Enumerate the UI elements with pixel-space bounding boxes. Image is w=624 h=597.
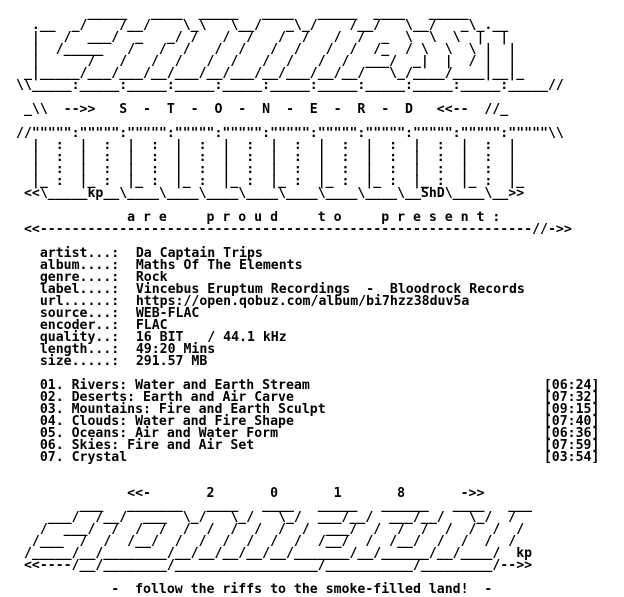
info-key: source...: bbox=[39, 306, 120, 321]
info-key: size.....: bbox=[39, 354, 120, 369]
info-value: 291.57 MB bbox=[135, 354, 208, 369]
info-key: quality..: bbox=[39, 330, 120, 345]
track-title: 05. Oceans: Air and Water Form bbox=[39, 426, 279, 441]
info-value: FLAC bbox=[135, 318, 168, 333]
track-time: [07:59] bbox=[543, 438, 600, 453]
track-row: 01. Rivers: Water and Earth Stream [06:24… bbox=[16, 378, 600, 393]
blank-line bbox=[16, 464, 599, 476]
footer-tagline: - follow the riffs to the smoke-filled l… bbox=[16, 582, 493, 597]
stonerd-logo-line: _\\ -->> S - T - O - N - E - R - D <<-- … bbox=[16, 102, 509, 117]
banner-top-line: | : | : | : | : | : | : | : | : | : | : … bbox=[16, 150, 517, 165]
track-title: 02. Deserts: Earth and Air Carve bbox=[39, 390, 294, 405]
info-value: Da Captain Trips bbox=[135, 246, 263, 261]
banner-top-signature-line: <<\_____kp__\____\____\____\____\____\__… bbox=[16, 186, 525, 201]
banner-top-line: | / / / / / / / / / / ___/ _| | / | | bbox=[16, 54, 517, 69]
info-row: genre....: Rock bbox=[16, 270, 599, 285]
banner-top-line: |_ : |_ : |_ : |_ : |_ : |_ : |_ : |_ : … bbox=[16, 174, 525, 189]
track-title: 01. Rivers: Water and Earth Stream bbox=[39, 378, 310, 393]
track-time: [07:32] bbox=[543, 390, 600, 405]
info-row: artist...: Da Captain Trips bbox=[16, 246, 599, 261]
banner-bottom-line: /___ / / /__/ / / / / / / /__/ / /__/ / … bbox=[16, 534, 517, 549]
track-row: 06. Skies: Fire and Air Set [07:59] bbox=[16, 438, 600, 453]
track-title: 03. Mountains: Fire and Earth Sculpt bbox=[39, 402, 326, 417]
track-title: 06. Skies: Fire and Air Set bbox=[39, 438, 255, 453]
banner-top-line: _|_____/___/___/__/___/__/___/__/___/__/… bbox=[16, 66, 525, 81]
banner-bottom-line: / ___/ / / / / / / / / / ___/ / / / / / … bbox=[16, 522, 525, 537]
banner-top-line: | : | : | : | : | : | : | : | : | : | : … bbox=[16, 138, 517, 153]
info-row: length...: 49:20 Mins bbox=[16, 342, 599, 357]
track-time: [07:40] bbox=[543, 414, 600, 429]
track-time: [03:54] bbox=[543, 450, 600, 465]
info-value: 49:20 Mins bbox=[135, 342, 216, 357]
banner-bottom-line: ___/ /__/ ___ \_/ \_/ \_/ ___/__/ ___/__… bbox=[16, 510, 517, 525]
info-key: artist...: bbox=[39, 246, 120, 261]
track-row: 02. Deserts: Earth and Air Carve [07:32] bbox=[16, 390, 600, 405]
blank-line bbox=[16, 572, 599, 584]
banner-top-line: .__ _/ /__/ \_\ \__/ _\_/ /__/ \__/ _\_.… bbox=[16, 18, 509, 33]
banner-bottom-line: ___ _______ ____ ____ _____ ______ ____ … bbox=[16, 498, 533, 513]
track-time: [06:36] bbox=[543, 426, 600, 441]
info-row: url......: https://open.qobuz.com/album/b… bbox=[16, 294, 599, 309]
info-key: label....: bbox=[39, 282, 120, 297]
info-row: source...: WEB-FLAC bbox=[16, 306, 599, 321]
nfo-art: _____ ____ _____ ____ _____ ____ _____ .… bbox=[16, 6, 600, 597]
track-time: [09:15] bbox=[543, 402, 600, 417]
track-time: [06:24] bbox=[543, 378, 600, 393]
info-key: genre....: bbox=[39, 270, 120, 285]
info-key: encoder..: bbox=[39, 318, 120, 333]
info-key: length...: bbox=[39, 342, 120, 357]
info-row: label....: Vincebus Eruptum Recordings - … bbox=[16, 282, 599, 297]
banner-top-line: \\_____:_____:_____:_____:_____:_____:__… bbox=[16, 78, 564, 93]
track-row: 07. Crystal [03:54] bbox=[16, 450, 600, 465]
banner-bottom-line: <<----/__/________/__________________/__… bbox=[16, 558, 533, 573]
info-value: Maths Of The Elements bbox=[135, 258, 303, 273]
info-value: Vincebus Eruptum Recordings - Bloodrock … bbox=[135, 282, 525, 297]
track-title: 04. Clouds: Water and Fire Shape bbox=[39, 414, 294, 429]
info-value: WEB-FLAC bbox=[135, 306, 200, 321]
banner-top-line: | : | : | : | : | : | : | : | : | : | : … bbox=[16, 162, 517, 177]
info-value-url: https://open.qobuz.com/album/bi7hzz38duv… bbox=[135, 294, 470, 309]
banner-top-line: | /_____ / / / / / / / / / /_ / \ \ \ | … bbox=[16, 42, 517, 57]
present-line: a r e p r o u d t o p r e s e n t : bbox=[16, 210, 501, 225]
banner-top-line: //""""":""""":""""":""""":""""":""""":""… bbox=[16, 126, 564, 141]
banner-top-line: _____ ____ _____ ____ _____ ____ _____ bbox=[16, 6, 469, 21]
info-key: album....: bbox=[39, 258, 120, 273]
info-row: quality..: 16 BIT / 44.1 kHz bbox=[16, 330, 599, 345]
rule-line: <<--------------------------------------… bbox=[16, 222, 572, 237]
banner-bottom-signature-line: /_____/__/________/__/__/__/__/__/______… bbox=[16, 546, 533, 561]
track-row: 05. Oceans: Air and Water Form [06:36] bbox=[16, 426, 600, 441]
info-row: album....: Maths Of The Elements bbox=[16, 258, 599, 273]
year-line: <<- 2 0 1 8 ->> bbox=[16, 486, 485, 501]
info-row: encoder..: FLAC bbox=[16, 318, 599, 333]
banner-top-line: | / ___/ _ _/ / / / / / / / _ \ \ \ | | bbox=[16, 30, 509, 45]
track-row: 03. Mountains: Fire and Earth Sculpt [09:… bbox=[16, 402, 600, 417]
info-row: size.....: 291.57 MB bbox=[16, 354, 599, 369]
track-row: 04. Clouds: Water and Fire Shape [07:40] bbox=[16, 414, 600, 429]
track-title: 07. Crystal bbox=[39, 450, 128, 465]
info-value: 16 BIT / 44.1 kHz bbox=[135, 330, 287, 345]
info-value: Rock bbox=[135, 270, 168, 285]
info-key: url......: bbox=[39, 294, 120, 309]
